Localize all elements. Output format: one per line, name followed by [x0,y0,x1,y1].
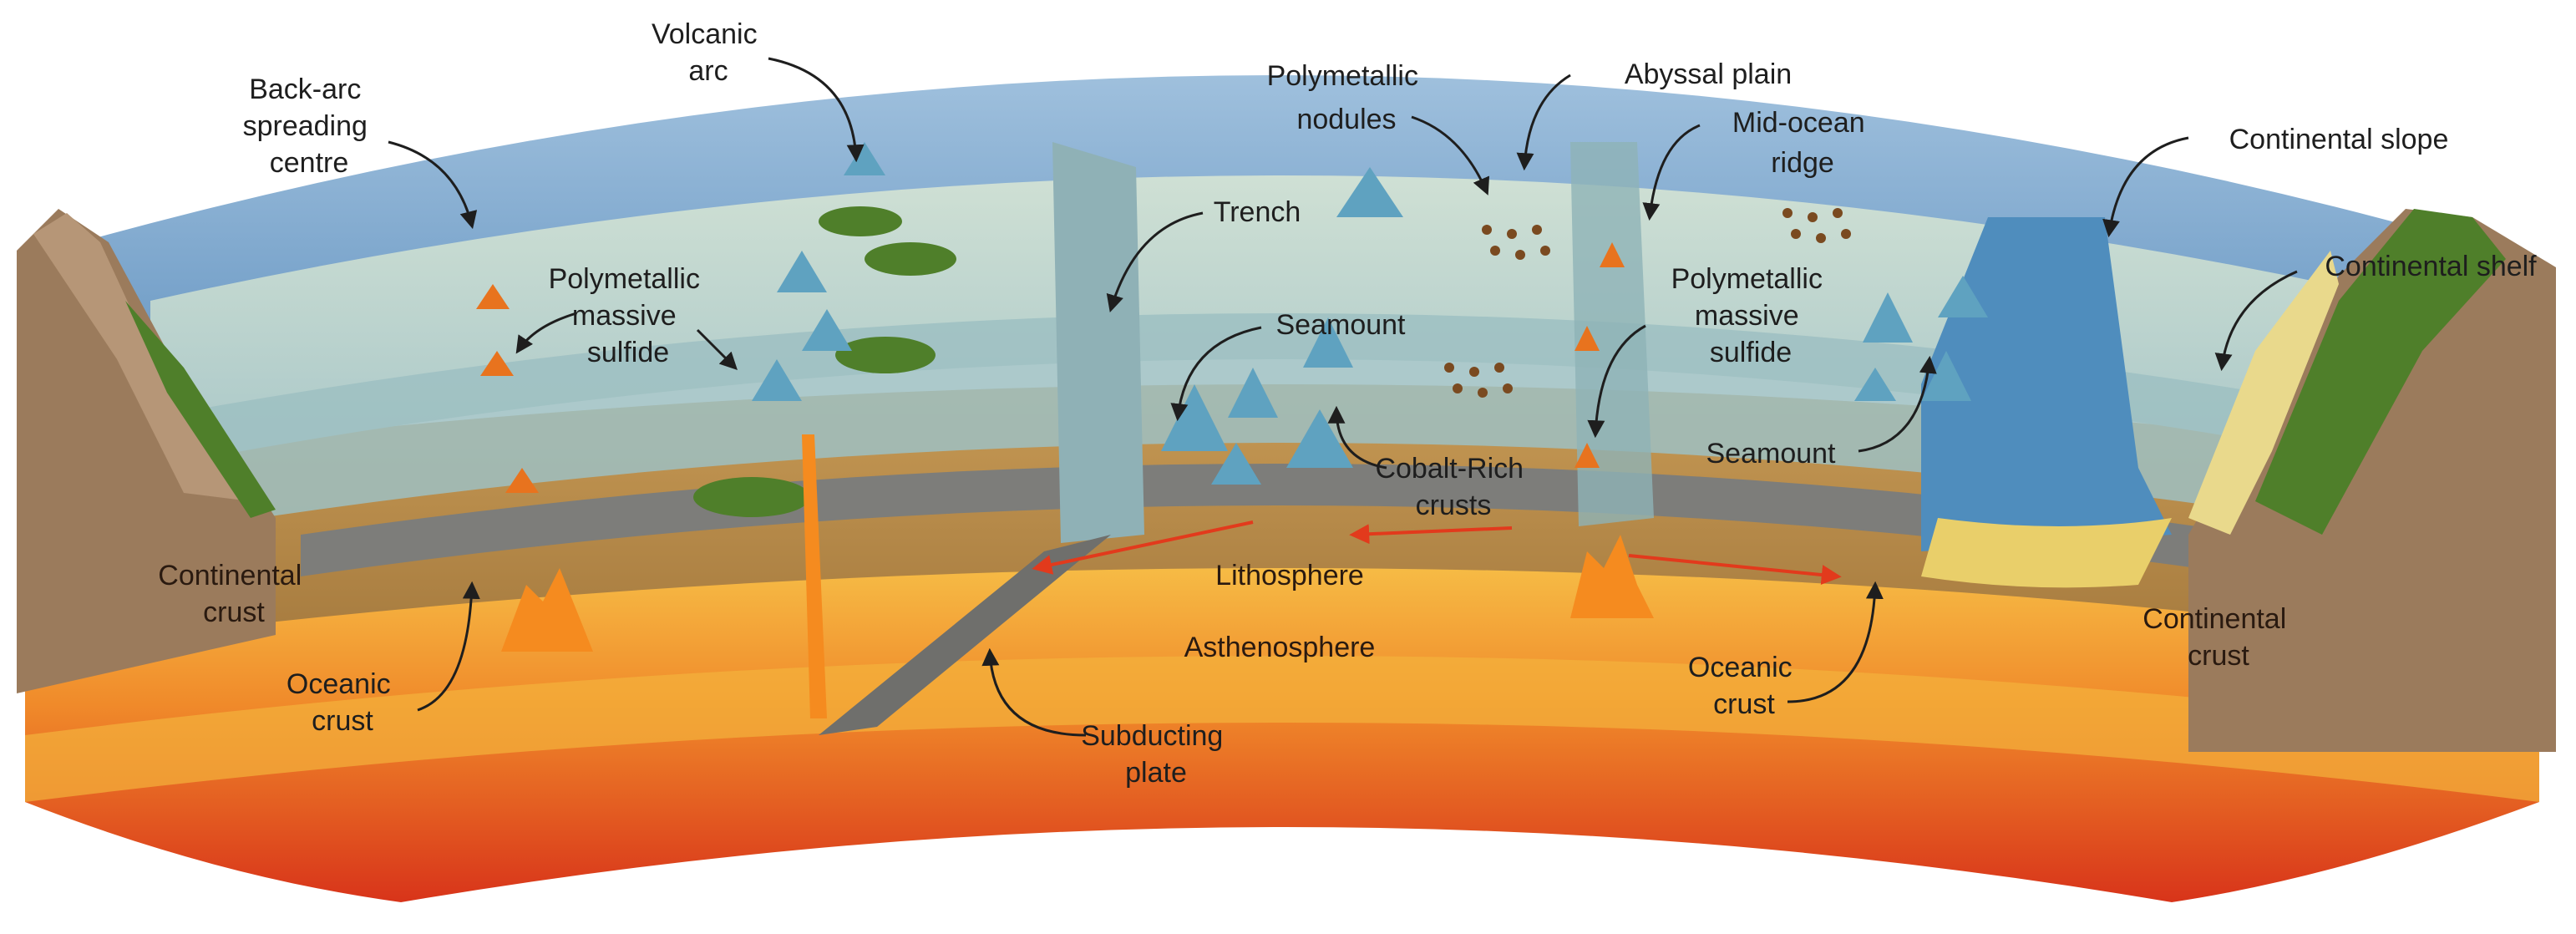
label-asthenosphere: Asthenosphere [1184,632,1376,663]
left-mountain-forest [125,301,276,518]
label-continental-shelf: Continental shelf [2325,251,2537,282]
trench-wall [1052,142,1144,543]
label-massive-sulfide-right: Polymetallic massive sulfide [1671,263,1831,368]
label-cobalt-crusts: Cobalt-Rich crusts [1375,453,1531,521]
volcanic-arc-islands [693,206,956,517]
label-abyssal-plain: Abyssal plain [1625,58,1792,90]
sky-band [50,75,2497,351]
back-arc-vents [476,284,539,493]
label-mid-ocean-ridge: Mid-ocean ridge [1732,107,1873,179]
label-polymetallic-nodules: Polymetallic nodules [1267,60,1427,135]
back-arc-magma [501,568,593,652]
label-massive-sulfide-left: Polymetallic massive sulfide [549,263,708,368]
label-subducting-plate: Subducting plate [1081,720,1231,789]
continental-slope [1921,217,2172,551]
label-continental-crust-left: Continental crust [158,560,309,628]
right-forest-slope [2255,209,2506,535]
label-volcanic-arc: Volcanic arc [652,18,765,87]
left-continent-block [17,209,276,693]
polymetallic-nodules-field [1444,208,1851,398]
label-back-arc: Back-arc spreading centre [243,74,376,179]
volcanic-arc-cones [752,142,885,401]
continental-slope-terrace [1921,518,2172,588]
label-lithosphere: Lithosphere [1215,560,1364,591]
seamount-group-right [1854,276,1988,401]
subducting-plate-slab [819,535,1111,735]
right-beach [2188,251,2339,535]
label-seamount-left: Seamount [1276,309,1407,341]
flow-arrow-left [1032,520,1254,575]
seamount-group-left [1161,167,1403,485]
callout-arrows [388,57,2298,737]
label-oceanic-crust-left: Oceanic crust [287,668,398,737]
label-continental-slope: Continental slope [2229,124,2449,155]
flow-arrow-left-2 [1349,524,1513,545]
mantle-front-face [25,656,2539,802]
label-trench: Trench [1214,196,1301,228]
ocean-front-face [150,313,2406,535]
ridge-magma-plume [1570,535,1654,618]
ridge-vent-stack [1575,242,1625,468]
label-oceanic-crust-right: Oceanic crust [1688,652,1800,720]
label-seamount-right: Seamount [1706,438,1837,470]
flow-arrow-right [1628,554,1842,586]
right-continent-block [2188,209,2556,752]
label-continental-crust-right: Continental crust [2142,603,2294,672]
volcanic-arc-magma-conduit [802,434,827,718]
